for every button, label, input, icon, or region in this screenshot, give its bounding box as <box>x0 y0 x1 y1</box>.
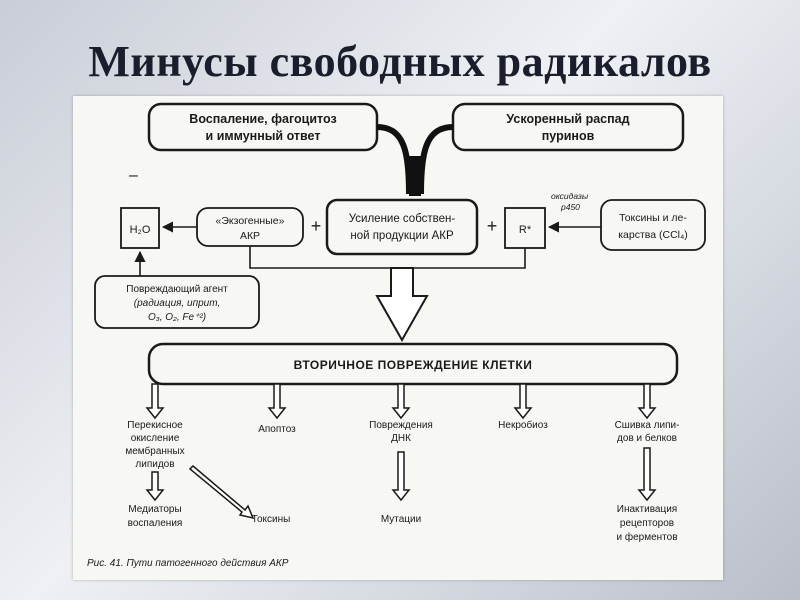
lipid-line-2: окисление <box>131 433 180 444</box>
toxins-consequence-label: Токсины <box>252 514 291 525</box>
merge-connector <box>376 124 454 195</box>
purine-line-1: Ускоренный распад <box>506 112 629 126</box>
damaging-agent-box: Повреждающий агент (радиация, иприт, O₃,… <box>94 275 260 329</box>
lipid-line-1: Перекисное <box>127 420 183 431</box>
figure-caption: Рис. 41. Пути патогенного действия АКР <box>87 558 289 569</box>
purine-line-2: пуринов <box>542 129 595 143</box>
hollow-arrow-apoptosis <box>267 383 287 420</box>
lipid-line-3: мембранных <box>125 445 184 457</box>
oxidase-line-2: p450 <box>560 202 580 212</box>
plus-right: + <box>487 216 498 236</box>
exo-line-1: «Экзогенные» <box>216 215 285 227</box>
crosslink-line-2: дов и белков <box>617 432 677 444</box>
big-down-arrow <box>375 267 429 343</box>
crosslink-line-1: Сшивка липи- <box>615 420 680 431</box>
secondary-damage-bar: ВТОРИЧНОЕ ПОВРЕЖДЕНИЕ КЛЕТКИ <box>147 342 679 386</box>
hollow-arrow-mediators <box>145 471 165 502</box>
hollow-arrow-toxins <box>188 464 255 520</box>
necrobiosis-label: Некробиоз <box>498 419 548 431</box>
center-line-1: Усиление собствен- <box>349 213 456 225</box>
plus-left: + <box>311 216 322 236</box>
h2o-box: H₂O <box>120 207 160 249</box>
agent-line-2: (радиация, иприт, <box>134 298 220 309</box>
inflammation-line-2: и иммунный ответ <box>206 129 321 143</box>
hollow-arrow-dna <box>391 383 411 420</box>
hollow-arrow-lipid <box>145 383 165 420</box>
dna-line-1: Повреждения <box>369 420 433 431</box>
center-line-2: ной продукции АКР <box>350 230 454 242</box>
radical-box: R* <box>504 207 546 249</box>
apoptosis-label: Апоптоз <box>258 424 296 435</box>
mediators-line-1: Медиаторы <box>128 504 181 515</box>
hollow-arrow-inactivation <box>637 447 657 502</box>
mutations-label: Мутации <box>381 514 421 525</box>
own-production-box: Усиление собствен- ной продукции АКР <box>325 198 479 256</box>
inactivation-line-3: и ферментов <box>616 531 677 543</box>
agent-line-3: O₃, O₂, Fe⁺²) <box>148 312 206 323</box>
toxins-line-2: карства (CCl₄) <box>618 229 688 241</box>
agent-line-1: Повреждающий агент <box>126 284 228 295</box>
toxins-line-1: Токсины и ле- <box>619 212 687 224</box>
purine-decay-box: Ускоренный распад пуринов <box>451 102 685 152</box>
inactivation-line-1: Инактивация <box>617 504 677 515</box>
exogenous-box: «Экзогенные» АКР <box>196 207 304 247</box>
bracket-connector <box>249 246 526 269</box>
oxidase-line-1: оксидазы <box>551 191 589 201</box>
diagram-figure: Воспаление, фагоцитоз и иммунный ответ У… <box>73 96 723 580</box>
hollow-arrow-crosslink <box>637 383 657 420</box>
inactivation-line-2: рецепторов <box>620 518 674 529</box>
inflammation-box: Воспаление, фагоцитоз и иммунный ответ <box>147 102 379 152</box>
lipid-line-4: липидов <box>135 459 174 470</box>
hollow-arrow-necrobiosis <box>513 383 533 420</box>
dna-line-2: ДНК <box>391 433 411 444</box>
mediators-line-2: воспаления <box>128 518 183 529</box>
exo-line-2: АКР <box>240 230 260 242</box>
hollow-arrow-mutations <box>391 451 411 502</box>
slide-title: Минусы свободных радикалов <box>88 37 712 86</box>
dash-mark: – <box>129 167 138 184</box>
radical-label: R* <box>519 224 532 236</box>
merge-stem <box>409 156 421 196</box>
secondary-damage-label: ВТОРИЧНОЕ ПОВРЕЖДЕНИЕ КЛЕТКИ <box>294 358 533 372</box>
h2o-label: H₂O <box>130 224 151 236</box>
inflammation-line-1: Воспаление, фагоцитоз <box>189 112 336 126</box>
toxins-drugs-box: Токсины и ле- карства (CCl₄) <box>600 199 706 251</box>
